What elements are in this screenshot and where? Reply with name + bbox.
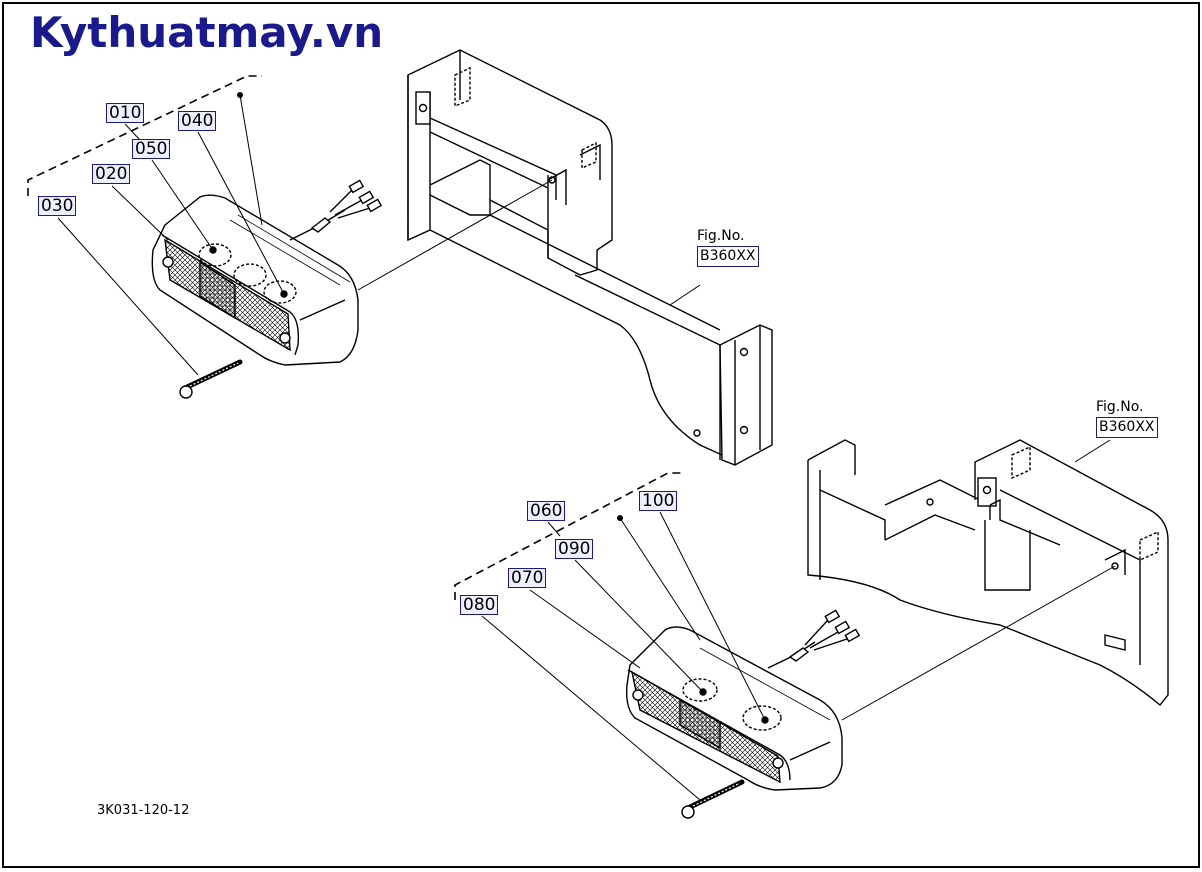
callout-050[interactable]: 050 — [132, 139, 171, 159]
callout-070[interactable]: 070 — [508, 568, 547, 588]
callout-010[interactable]: 010 — [106, 103, 145, 123]
fig-ref-label: Fig.No. — [697, 228, 745, 244]
callout-060[interactable]: 060 — [527, 501, 566, 521]
fig-ref-label: Fig.No. — [1096, 399, 1144, 415]
upper-bracket — [407, 49, 773, 466]
diagram-code: 3K031-120-12 — [97, 803, 190, 818]
leader-lines — [57, 94, 1116, 801]
fig-ref-number: B360XX — [697, 246, 759, 267]
fig-ref-lower[interactable]: Fig.No. B360XX — [1096, 398, 1158, 438]
callout-030[interactable]: 030 — [38, 196, 77, 216]
upper-lamp — [151, 179, 383, 399]
lower-bracket — [807, 439, 1169, 706]
callout-040[interactable]: 040 — [178, 111, 217, 131]
lower-lamp — [625, 609, 861, 819]
fig-ref-number: B360XX — [1096, 417, 1158, 438]
callout-100[interactable]: 100 — [639, 491, 678, 511]
callout-020[interactable]: 020 — [92, 164, 131, 184]
callout-090[interactable]: 090 — [555, 539, 594, 559]
group-boundaries — [27, 75, 685, 600]
fig-ref-upper[interactable]: Fig.No. B360XX — [697, 227, 759, 267]
callout-080[interactable]: 080 — [460, 595, 499, 615]
brand-logo: Kythuatmay.vn — [30, 8, 384, 57]
